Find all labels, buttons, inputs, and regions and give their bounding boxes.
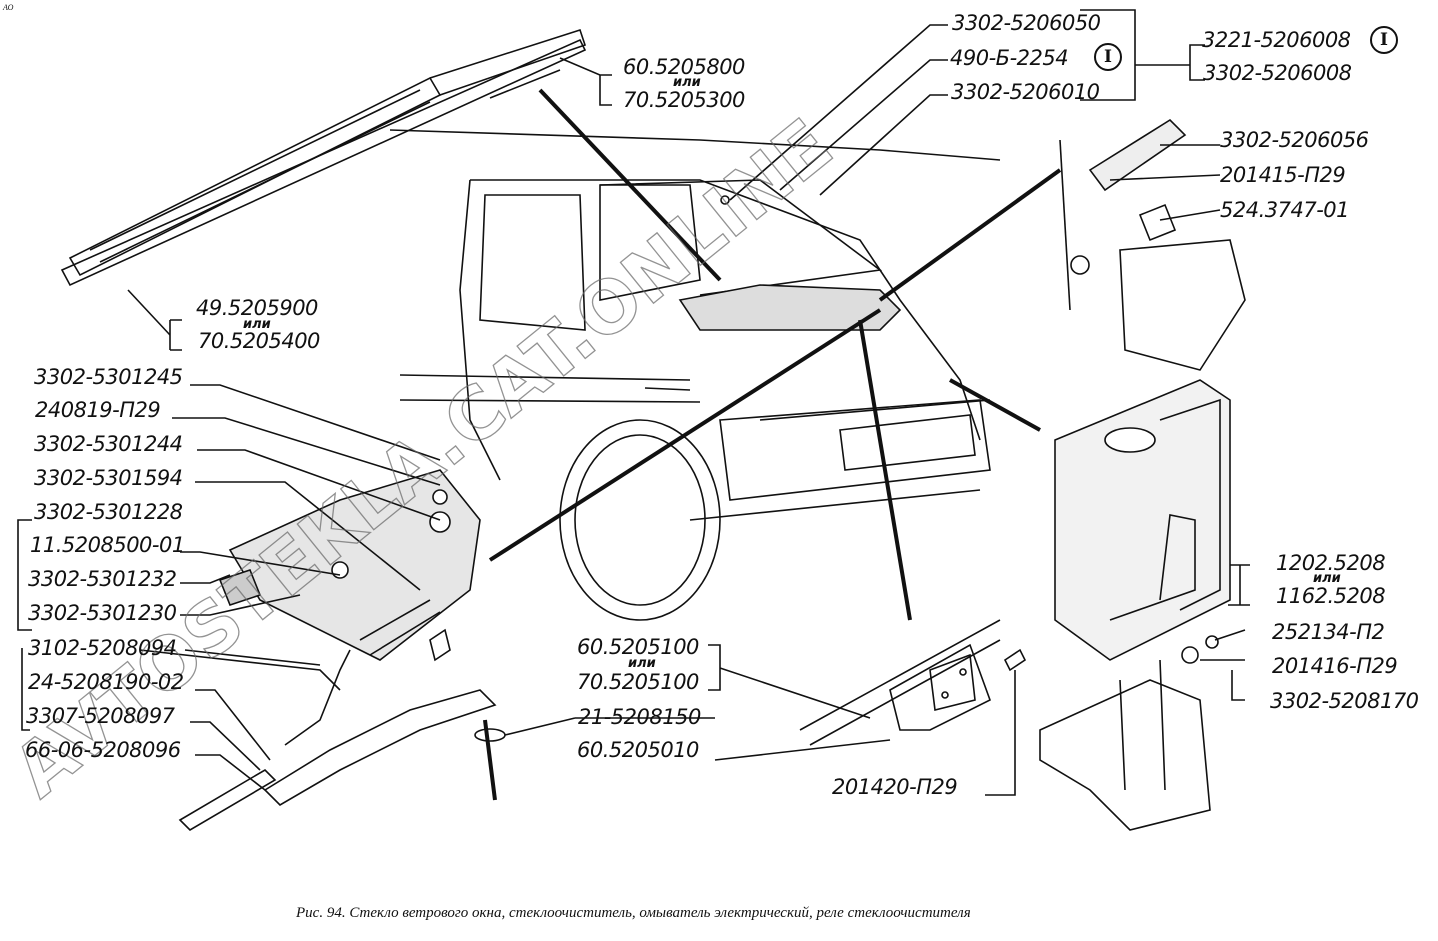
label-left-3: 3302-5301244 — [34, 432, 183, 456]
washer-tank-drawing — [1054, 379, 1231, 661]
label-motor-a: 60.5205100 — [577, 635, 699, 659]
corner-mark: АО — [3, 3, 14, 12]
label-washer: 252134-П2 — [1272, 620, 1385, 644]
van-body-drawing — [389, 69, 1001, 621]
label-left-12: 66-06-5208096 — [25, 738, 181, 762]
label-motor-b: 70.5205100 — [577, 670, 699, 694]
label-left-2: 240819-П29 — [35, 398, 161, 422]
label-wiper-arm-a: 60.5205800 — [623, 55, 745, 79]
label-glass-1: 3302-5206050 — [952, 11, 1101, 35]
label-left-6: 11.5208500-01 — [30, 533, 185, 557]
label-wiper-arm-b: 70.5205300 — [623, 88, 745, 112]
label-or: или — [628, 656, 656, 671]
label-relay-3: 524.3747-01 — [1220, 198, 1350, 222]
label-seal-2: 3302-5206008 — [1203, 61, 1352, 85]
label-left-8: 3302-5301230 — [28, 601, 177, 625]
label-left-10: 24-5208190-02 — [28, 670, 184, 694]
label-left-9: 3102-5208094 — [28, 636, 177, 660]
label-left-11: 3307-5208097 — [26, 704, 175, 728]
figure-caption: Рис. 94. Стекло ветрового окна, стеклооч… — [296, 905, 971, 921]
label-motor-bolt: 201420-П29 — [832, 775, 958, 799]
label-tank-bolt: 201416-П29 — [1272, 654, 1398, 678]
wiper-motor-drawing — [799, 619, 1027, 746]
wiper-blade-drawing — [60, 28, 587, 287]
label-wiper-blade-b: 70.5205400 — [198, 329, 320, 353]
marker-i-icon: I — [1370, 26, 1398, 54]
label-relay-2: 201415-П29 — [1220, 163, 1346, 187]
label-glass-3: 3302-5206010 — [951, 80, 1100, 104]
label-wiper-blade-a: 49.5205900 — [196, 296, 318, 320]
relay-drawing — [1070, 118, 1246, 371]
label-left-4: 3302-5301594 — [34, 466, 183, 490]
label-bracket: 3302-5208170 — [1270, 689, 1419, 713]
label-or: или — [673, 75, 701, 90]
label-mechanism: 60.5205010 — [577, 738, 699, 762]
label-or: или — [1313, 571, 1341, 586]
label-glass-2: 490-Б-2254 — [950, 46, 1069, 70]
label-pump-a: 1202.5208 — [1276, 551, 1386, 575]
label-or: или — [243, 317, 271, 332]
tank-bracket-drawing — [1039, 659, 1211, 831]
cowl-panel-drawing — [218, 469, 481, 662]
label-left-5: 3302-5301228 — [34, 500, 183, 524]
label-relay-1: 3302-5206056 — [1220, 128, 1369, 152]
label-left-1: 3302-5301245 — [34, 365, 183, 389]
label-nozzle: 21-5208150 — [578, 705, 701, 729]
label-left-7: 3302-5301232 — [28, 567, 177, 591]
marker-i-icon: I — [1094, 43, 1122, 71]
label-pump-b: 1162.5208 — [1276, 584, 1386, 608]
label-seal-1: 3221-5206008 — [1202, 28, 1351, 52]
washer-hoses-drawing — [139, 649, 506, 832]
